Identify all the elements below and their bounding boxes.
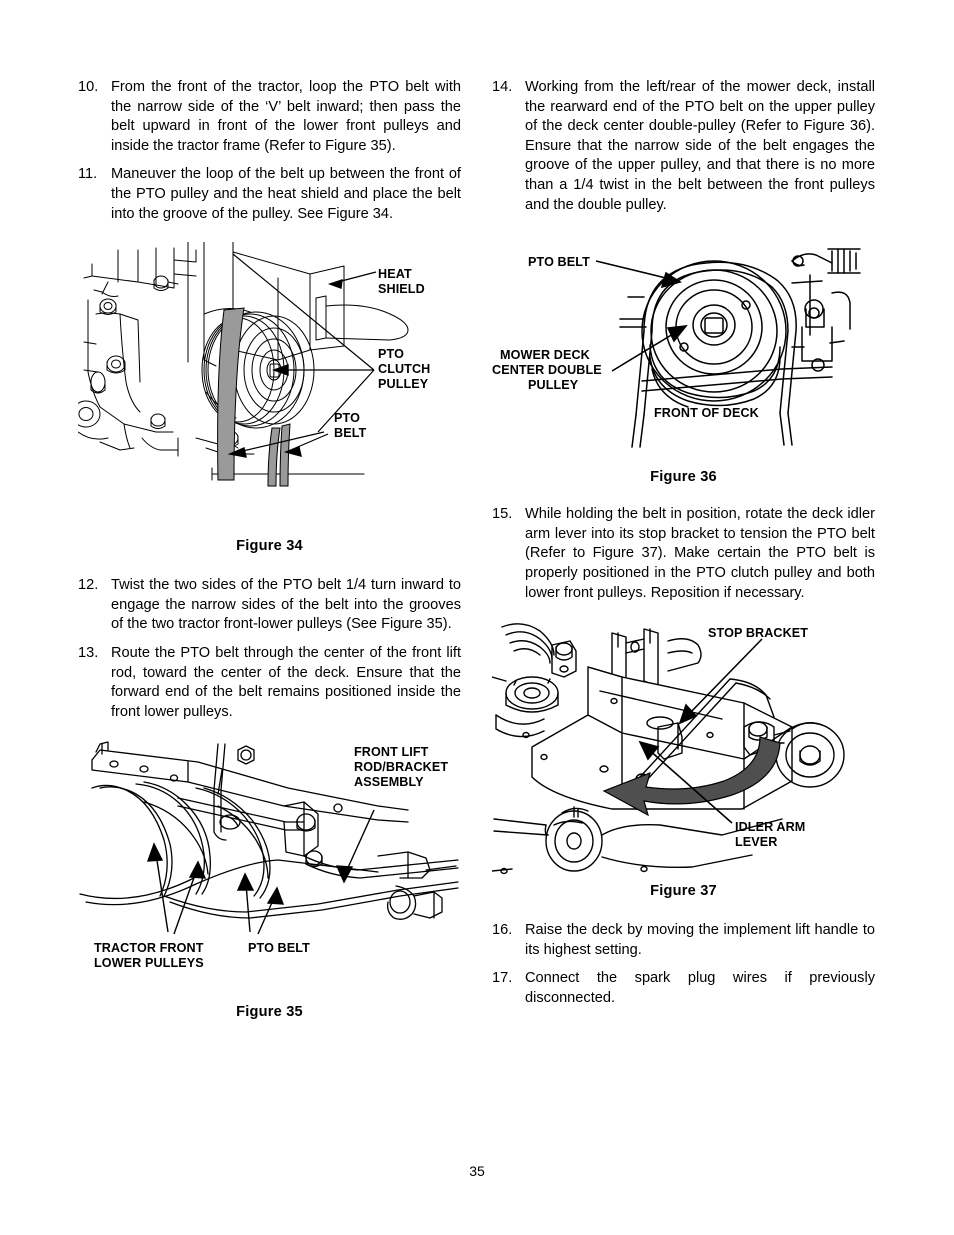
- fig36-label-double-pulley-line2: CENTER DOUBLE: [492, 363, 602, 377]
- figure-35-artwork: FRONT LIFT ROD/BRACKET ASSEMBLY TRACTOR …: [79, 741, 459, 970]
- figure-37-artwork: STOP BRACKET IDLER ARM LEVER: [492, 623, 845, 875]
- step-number: 11.: [78, 166, 98, 183]
- step-number: 15.: [492, 506, 513, 523]
- step-number: 13.: [78, 644, 99, 661]
- fig34-label-heat-shield-line2: SHIELD: [378, 282, 425, 296]
- step-text: Twist the two sides of the PTO belt 1/4 …: [111, 577, 461, 633]
- step-number: 14.: [492, 79, 513, 95]
- page-number: 35: [469, 1163, 485, 1179]
- fig34-label-clutch-pulley-line2: CLUTCH: [378, 362, 430, 376]
- fig35-label-front-lift-line3: ASSEMBLY: [354, 775, 424, 789]
- left-column: 10. From the front of the tractor, loop …: [78, 78, 461, 1020]
- fig37-label-stop-bracket: STOP BRACKET: [708, 626, 808, 640]
- figure-36-artwork: PTO BELT MOWER DECK CENTER DOUBLE PULLEY…: [492, 248, 861, 448]
- step-text: Maneuver the loop of the belt up between…: [111, 166, 461, 222]
- fig34-label-pto-belt-line1: PTO: [334, 411, 360, 425]
- figure-35: FRONT LIFT ROD/BRACKET ASSEMBLY TRACTOR …: [78, 736, 461, 1020]
- fig36-label-double-pulley-line3: PULLEY: [528, 378, 579, 392]
- fig34-label-clutch-pulley-line1: PTO: [378, 347, 404, 361]
- figure-35-caption: Figure 35: [236, 1004, 303, 1021]
- rotation-arrow-icon: [602, 736, 781, 817]
- instruction-step-16: 16. Raise the deck by moving the impleme…: [492, 921, 875, 960]
- figure-34-artwork: HEAT SHIELD PTO CLUTCH PULLEY PTO BELT: [78, 242, 430, 487]
- step-number: 17.: [492, 970, 513, 987]
- right-column: 14. Working from the left/rear of the mo…: [492, 78, 875, 1018]
- step-text: From the front of the tractor, loop the …: [111, 79, 461, 154]
- step-text: Route the PTO belt through the center of…: [111, 644, 461, 720]
- fig35-label-front-lift-line2: ROD/BRACKET: [354, 760, 448, 774]
- figure-34: HEAT SHIELD PTO CLUTCH PULLEY PTO BELT F…: [78, 242, 461, 554]
- instruction-step-15: 15. While holding the belt in position, …: [492, 505, 875, 603]
- step-number: 16.: [492, 922, 513, 939]
- step-text: Connect the spark plug wires if previous…: [525, 970, 875, 1006]
- fig35-label-front-pulleys-line1: TRACTOR FRONT: [94, 941, 204, 955]
- fig36-label-pto-belt: PTO BELT: [528, 255, 590, 269]
- fig37-label-idler-arm-line2: LEVER: [735, 835, 778, 849]
- step-text: Working from the left/rear of the mower …: [525, 79, 875, 213]
- figure-36: PTO BELT MOWER DECK CENTER DOUBLE PULLEY…: [492, 235, 875, 485]
- fig35-label-front-lift-line1: FRONT LIFT: [354, 745, 429, 759]
- fig37-label-idler-arm-line1: IDLER ARM: [735, 820, 805, 834]
- fig36-label-double-pulley-line1: MOWER DECK: [500, 348, 590, 362]
- figure-37: STOP BRACKET IDLER ARM LEVER Figure 37: [492, 619, 875, 899]
- figure-34-caption: Figure 34: [236, 538, 303, 555]
- fig34-label-clutch-pulley-line3: PULLEY: [378, 377, 429, 391]
- fig35-label-front-pulleys-line2: LOWER PULLEYS: [94, 956, 204, 970]
- fig35-label-pto-belt: PTO BELT: [248, 941, 310, 955]
- fig36-label-front-of-deck: FRONT OF DECK: [654, 406, 759, 420]
- instruction-step-13: 13. Route the PTO belt through the cente…: [78, 644, 461, 722]
- step-text: While holding the belt in position, rota…: [525, 506, 875, 601]
- step-number: 10.: [78, 79, 99, 95]
- instruction-step-12: 12. Twist the two sides of the PTO belt …: [78, 576, 461, 635]
- instruction-step-14: 14. Working from the left/rear of the mo…: [492, 78, 875, 215]
- fig34-label-pto-belt-line2: BELT: [334, 426, 367, 440]
- instruction-step-10: 10. From the front of the tractor, loop …: [78, 78, 461, 156]
- fig34-label-heat-shield-line1: HEAT: [378, 267, 412, 281]
- step-text: Raise the deck by moving the implement l…: [525, 922, 875, 958]
- step-number: 12.: [78, 577, 99, 594]
- instruction-step-17: 17. Connect the spark plug wires if prev…: [492, 969, 875, 1008]
- figure-37-caption: Figure 37: [650, 883, 717, 900]
- instruction-step-11: 11. Maneuver the loop of the belt up bet…: [78, 165, 461, 224]
- figure-36-caption: Figure 36: [650, 469, 717, 486]
